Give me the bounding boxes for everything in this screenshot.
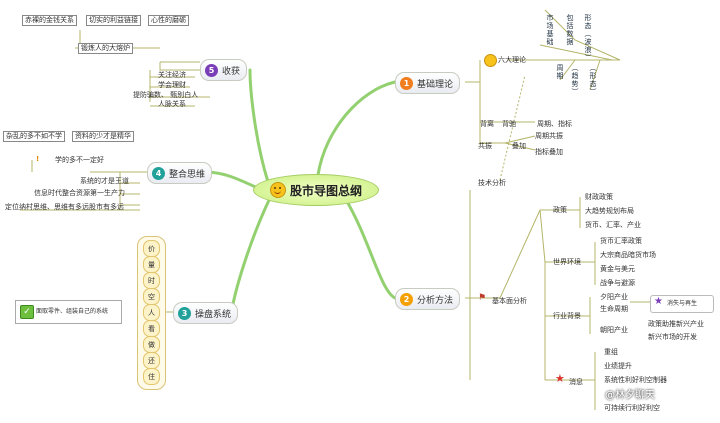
branch-analysis[interactable]: 2 分析方法 xyxy=(395,288,461,310)
news-label: 消息 xyxy=(569,378,583,386)
star-icon: ★ xyxy=(654,296,663,307)
operate-pill-8: 还 xyxy=(143,352,160,369)
divergence-label: 背离 xyxy=(480,120,494,128)
news-item-2: 业绩提升 xyxy=(604,362,632,370)
six-theories: 六大理论 xyxy=(498,56,526,64)
operate-pill-5: 人 xyxy=(143,304,160,321)
world-item-4: 战争与避源 xyxy=(600,279,635,287)
branch-basic[interactable]: 1 基础理论 xyxy=(395,72,461,94)
exclamation-icon: ! xyxy=(36,155,40,163)
industry-sub-2: 政策助推新兴产业 xyxy=(648,320,704,328)
smiley-icon xyxy=(269,182,286,198)
number-4-icon: 4 xyxy=(152,166,165,180)
flag-icon: ⚑ xyxy=(478,293,487,303)
theory-vert-1: 市场基础 xyxy=(546,14,554,46)
theory-vert-6: （形态） xyxy=(589,64,597,96)
branch-harvest[interactable]: 5 收获 xyxy=(200,59,248,81)
harvest-item-1: 关注经济 xyxy=(158,71,186,79)
operate-pill-7: 做 xyxy=(143,336,160,353)
industry-sub-1: 消失与再生 xyxy=(667,300,698,307)
divergence-label-2: 背驰 xyxy=(502,120,516,128)
operate-pill-6: 看 xyxy=(143,320,160,337)
watermark: @林夕聊天 xyxy=(605,390,655,401)
harvest-item-4: 人脉关系 xyxy=(158,100,186,108)
operate-pill-2: 量 xyxy=(143,256,160,273)
branch-integrate-label: 整合思维 xyxy=(169,169,206,180)
laughing-face-icon xyxy=(484,54,497,67)
theory-vert-2: 包括数据 xyxy=(566,14,574,46)
operate-pill-9: 住 xyxy=(143,368,160,385)
policy-label: 政策 xyxy=(553,206,567,214)
policy-item-3: 货币、汇率、产业 xyxy=(585,221,641,229)
harvest-box-3: 心性的磨砺 xyxy=(148,15,189,26)
theory-vert-5: （趋势） xyxy=(571,64,579,96)
policy-item-1: 财政政策 xyxy=(585,193,613,201)
industry-sub-3: 新兴市场的开发 xyxy=(648,333,697,341)
branch-operate[interactable]: 3 操盘系统 xyxy=(173,302,239,324)
integrate-item-3: 信息时代整合资源第一生产力 xyxy=(34,189,125,197)
branch-harvest-label: 收获 xyxy=(222,66,241,77)
central-topic[interactable]: 股市导图总纲 xyxy=(253,174,379,206)
number-2-icon: 2 xyxy=(400,292,413,306)
branch-integrate[interactable]: 4 整合思维 xyxy=(147,162,213,184)
operate-pill-1: 价 xyxy=(143,240,160,257)
theory-vert-3: 形态（波浪） xyxy=(584,14,592,62)
world-item-2: 大宗商品暗货市场 xyxy=(600,251,656,259)
theory-vert-4: 周期 xyxy=(556,64,564,80)
operate-pill-3: 时 xyxy=(143,272,160,289)
integrate-box-1: 杂乱的多不如不学 xyxy=(3,131,65,142)
industry-item-3: 朝阳产业 xyxy=(600,326,628,334)
harvest-box-1: 赤裸的金钱关系 xyxy=(22,15,77,26)
cycle-resonance: 周期共振 xyxy=(535,132,563,140)
number-5-icon: 5 xyxy=(205,63,218,77)
harvest-box-2: 切实的利益链接 xyxy=(86,15,141,26)
cycle-indicator-label: 周期、指标 xyxy=(537,120,572,128)
integrate-item-2: 系统的才是王道 xyxy=(80,177,129,185)
world-item-3: 黄金与美元 xyxy=(600,265,635,273)
indicator-overlap: 指标叠加 xyxy=(535,148,563,156)
rebirth-box xyxy=(650,295,714,313)
branch-operate-label: 操盘系统 xyxy=(195,309,232,320)
overlap-label: 叠加 xyxy=(512,142,526,150)
industry-item-2: 生命周期 xyxy=(600,305,628,313)
number-3-icon: 3 xyxy=(178,306,191,320)
central-title: 股市导图总纲 xyxy=(289,183,362,198)
number-1-icon: 1 xyxy=(400,76,413,90)
news-item-4: 可持续行利好利空 xyxy=(604,404,660,412)
resonance-label: 共振 xyxy=(478,142,492,150)
operate-pill-4: 空 xyxy=(143,288,160,305)
harvest-item-2: 学会理财 xyxy=(158,81,186,89)
technical-analysis: 技术分析 xyxy=(478,179,506,187)
industry-label: 行业背景 xyxy=(553,312,581,320)
branch-basic-label: 基础理论 xyxy=(417,79,454,90)
harvest-fire: 锻炼人的大熔炉 xyxy=(78,43,133,54)
harvest-item-3: 提防骗数、 甄别白人 xyxy=(133,91,199,99)
news-item-1: 重组 xyxy=(604,348,618,356)
fundamental-analysis: 基本面分析 xyxy=(492,297,527,305)
branch-analysis-label: 分析方法 xyxy=(417,295,454,306)
checkmark-icon: ✓ xyxy=(20,305,34,319)
integrate-item-4: 定位纳村思维、思维有多远股市有多远 xyxy=(5,203,124,211)
world-item-1: 货币汇率政策 xyxy=(600,237,642,245)
integrate-item-1: 学的多不一定好 xyxy=(55,156,104,164)
red-star-icon: ★ xyxy=(555,372,565,385)
policy-item-2: 大趋势规划布局 xyxy=(585,207,634,215)
industry-item-1: 夕阳产业 xyxy=(600,293,628,301)
operate-note: 面取零件、组装自己的系统 xyxy=(36,308,109,315)
integrate-box-2: 资料的少才是精华 xyxy=(72,131,134,142)
news-item-3: 系统性利好利空制器 xyxy=(604,376,667,384)
world-label: 世界环境 xyxy=(553,258,581,266)
